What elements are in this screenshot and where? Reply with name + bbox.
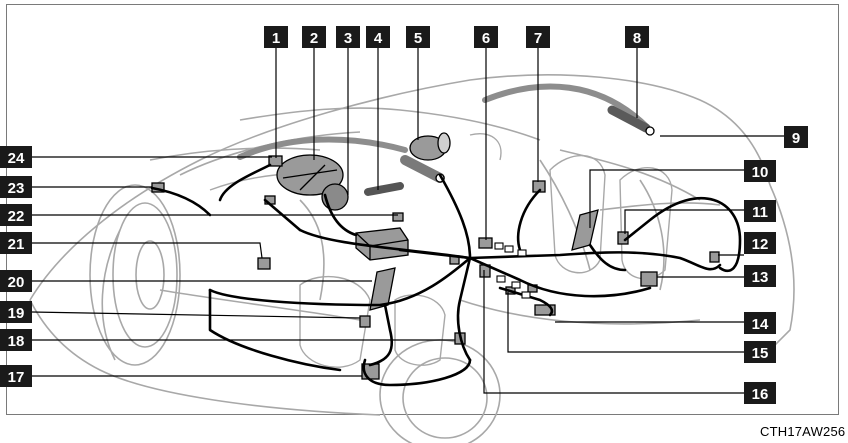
callout-17: 17 [0, 365, 32, 387]
svg-text:8: 8 [633, 30, 641, 47]
callout-labels: 1 2 3 4 5 6 7 8 9 10 11 12 13 14 15 16 1… [0, 26, 808, 404]
front-wheel [89, 184, 181, 366]
callout-13: 13 [744, 265, 776, 287]
svg-text:21: 21 [8, 236, 25, 253]
svg-text:19: 19 [8, 305, 25, 322]
svg-text:2: 2 [310, 30, 318, 47]
callout-22: 22 [0, 204, 32, 226]
callout-10: 10 [744, 160, 776, 182]
callout-18: 18 [0, 329, 32, 351]
callout-4: 4 [366, 26, 390, 48]
svg-text:3: 3 [344, 30, 352, 47]
leader-lines [31, 48, 784, 394]
svg-text:20: 20 [8, 274, 25, 291]
image-code: CTH17AW256 [760, 424, 846, 439]
callout-12: 12 [744, 232, 776, 254]
svg-text:14: 14 [752, 316, 769, 333]
svg-text:1: 1 [272, 30, 280, 47]
callout-19: 19 [0, 301, 32, 323]
callout-7: 7 [526, 26, 550, 48]
callout-9: 9 [784, 126, 808, 148]
callout-23: 23 [0, 176, 32, 198]
callout-8: 8 [625, 26, 649, 48]
svg-text:22: 22 [8, 208, 25, 225]
callout-1: 1 [264, 26, 288, 48]
callout-5: 5 [406, 26, 430, 48]
svg-text:24: 24 [8, 150, 25, 167]
svg-text:10: 10 [752, 164, 769, 181]
connector-cluster [494, 242, 531, 299]
callout-2: 2 [302, 26, 326, 48]
callout-16: 16 [744, 382, 776, 404]
svg-text:17: 17 [8, 369, 25, 386]
svg-text:6: 6 [482, 30, 490, 47]
callout-6: 6 [474, 26, 498, 48]
svg-text:11: 11 [752, 204, 768, 221]
svg-text:13: 13 [752, 269, 769, 286]
callout-11: 11 [744, 200, 776, 222]
callout-20: 20 [0, 270, 32, 292]
svg-text:12: 12 [752, 236, 769, 253]
callout-21: 21 [0, 232, 32, 254]
svg-text:16: 16 [752, 386, 769, 403]
callout-14: 14 [744, 312, 776, 334]
svg-text:9: 9 [792, 130, 800, 147]
callout-15: 15 [744, 341, 776, 363]
svg-text:23: 23 [8, 180, 25, 197]
svg-text:7: 7 [534, 30, 542, 47]
svg-text:5: 5 [414, 30, 422, 47]
callout-3: 3 [336, 26, 360, 48]
interior-outline [209, 133, 673, 368]
callout-24: 24 [0, 146, 32, 168]
svg-text:18: 18 [8, 333, 25, 350]
wiring-harness [150, 163, 742, 387]
svg-text:4: 4 [374, 30, 383, 47]
svg-text:15: 15 [752, 345, 769, 362]
airbag-components [151, 83, 720, 380]
